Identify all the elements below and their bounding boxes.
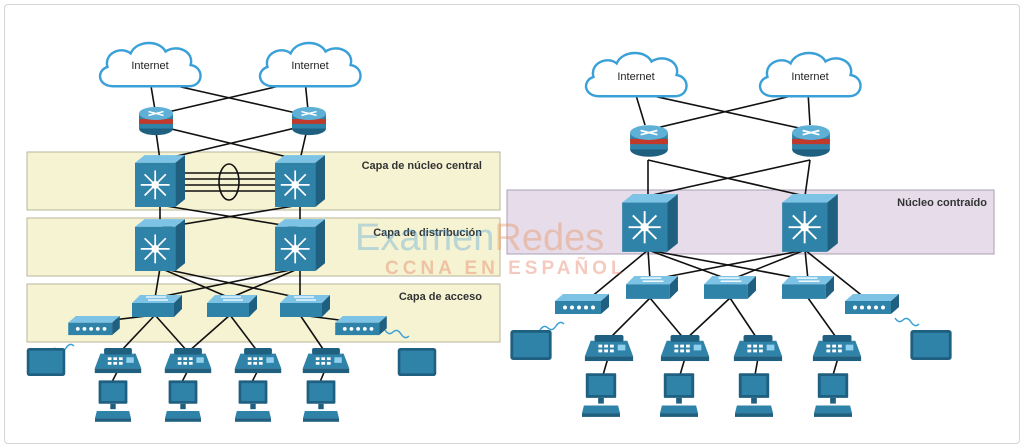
cloud-label: Internet — [791, 71, 828, 83]
access-point-icon — [335, 316, 387, 336]
watermark: ExamenRedes CCNA EN ESPAÑOL — [355, 217, 627, 279]
ip-phone-icon — [234, 348, 282, 374]
etherchannel-bundle — [218, 163, 240, 201]
router-icon — [791, 124, 831, 158]
pc-icon — [735, 373, 773, 417]
cloud-label: Internet — [131, 60, 168, 72]
pc-icon — [660, 373, 698, 417]
tablet-icon — [910, 330, 952, 360]
ip-phone-icon — [733, 335, 783, 362]
multilayer-switch-icon — [135, 219, 185, 272]
switch-icon — [132, 295, 182, 318]
switch-icon — [207, 295, 257, 318]
pc-icon — [95, 380, 131, 422]
pc-icon — [303, 380, 339, 422]
ip-phone-icon — [164, 348, 212, 374]
pc-icon — [814, 373, 852, 417]
right-links — [589, 91, 866, 376]
watermark-text: ExamenRedes — [355, 217, 604, 259]
multilayer-switch-icon — [782, 194, 838, 253]
watermark-subtitle: CCNA EN ESPAÑOL — [385, 257, 627, 279]
switch-icon — [626, 276, 678, 300]
multilayer-switch-icon — [275, 155, 325, 208]
switch-icon — [704, 276, 756, 300]
ip-phone-icon — [812, 335, 862, 362]
ip-phone-icon — [584, 335, 634, 362]
distribution-layer-label: Capa de distribución — [373, 227, 482, 239]
collapsed-core-band — [506, 189, 995, 255]
pc-icon — [582, 373, 620, 417]
access-point-icon — [845, 294, 899, 314]
multilayer-switch-icon — [622, 194, 678, 253]
watermark-part2: Redes — [494, 217, 604, 259]
wireless-link — [539, 321, 565, 331]
ip-phone-icon — [660, 335, 710, 362]
multilayer-switch-icon — [135, 155, 185, 208]
switch-icon — [782, 276, 834, 300]
ip-phone-icon — [94, 348, 142, 374]
router-icon — [138, 106, 174, 136]
access-layer-label: Capa de acceso — [399, 291, 482, 303]
ip-phone-icon — [302, 348, 350, 374]
collapsed-core-label: Núcleo contraído — [897, 197, 987, 209]
access-point-icon — [68, 316, 120, 336]
watermark-part1: Examen — [355, 217, 494, 259]
pc-icon — [165, 380, 201, 422]
wireless-link — [894, 317, 920, 327]
router-icon — [629, 124, 669, 158]
tablet-icon — [510, 330, 552, 360]
cloud-label: Internet — [617, 71, 654, 83]
router-icon — [291, 106, 327, 136]
cloud-label: Internet — [291, 60, 328, 72]
switch-icon — [280, 295, 330, 318]
access-point-icon — [555, 294, 609, 314]
multilayer-switch-icon — [275, 219, 325, 272]
pc-icon — [235, 380, 271, 422]
wireless-link — [384, 329, 410, 339]
core-layer-band — [26, 151, 501, 211]
tablet-icon — [26, 348, 66, 376]
distribution-layer-band — [26, 217, 501, 277]
core-layer-label: Capa de núcleo central — [362, 160, 482, 172]
tablet-icon — [397, 348, 437, 376]
